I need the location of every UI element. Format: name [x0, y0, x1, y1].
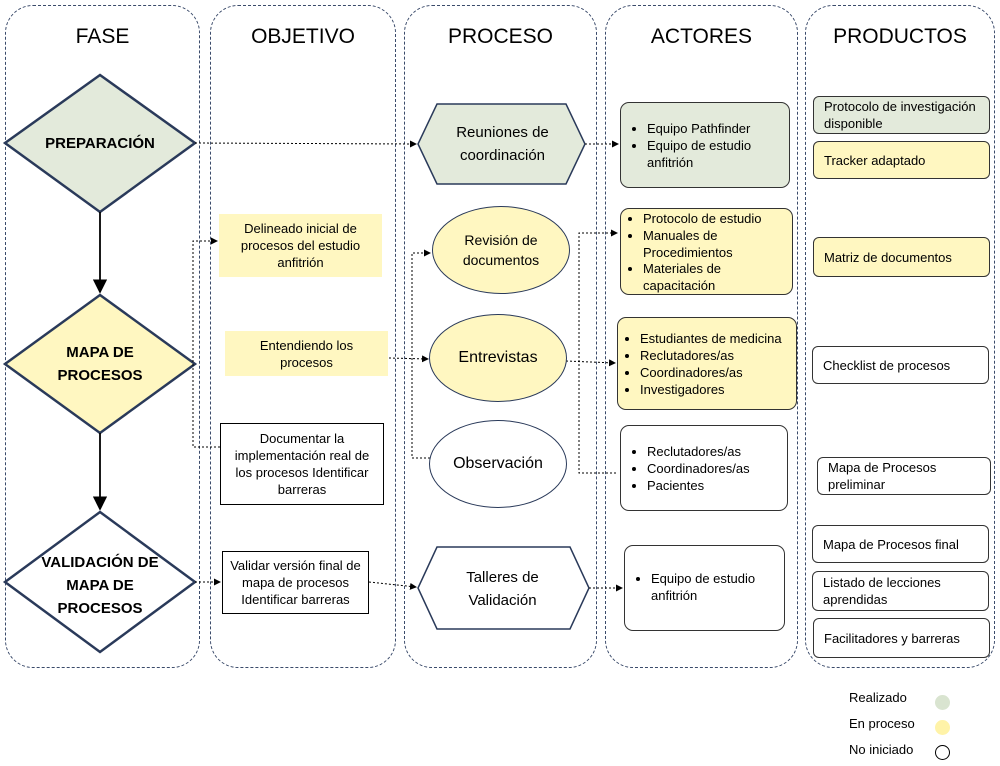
- objetivo-entendiendo: Entendiendo los procesos: [225, 331, 388, 376]
- proceso-revision: Revisión de documentos: [432, 206, 570, 294]
- actores-talleres: Equipo de estudio anfitrión: [624, 545, 785, 631]
- actor-item: Coordinadores/as: [647, 460, 779, 477]
- fase-preparacion: PREPARACIÓN: [45, 134, 155, 152]
- column-fase: [5, 5, 200, 668]
- legend-no-iniciado-dot: [935, 745, 950, 760]
- actor-item: Coordinadores/as: [640, 364, 790, 381]
- column-productos: [805, 5, 995, 668]
- fase-validacion: VALIDACIÓN DE MAPA DE PROCESOS: [41, 553, 159, 617]
- header-proceso: PROCESO: [447, 25, 554, 48]
- diamond-validacion: [2, 510, 198, 654]
- actor-item: Materiales de capacitación: [643, 261, 786, 295]
- actor-item: Pacientes: [647, 477, 779, 494]
- producto-protocolo: Protocolo de investigación disponible: [813, 96, 990, 134]
- producto-checklist: Checklist de procesos: [812, 346, 989, 384]
- column-objetivo: [210, 5, 396, 668]
- actor-item: Equipo Pathfinder: [647, 120, 781, 137]
- actor-item: Equipo de estudio anfitrión: [647, 137, 781, 171]
- actores-revision: Protocolo de estudio Manuales de Procedi…: [620, 208, 793, 295]
- column-proceso: [404, 5, 597, 668]
- actor-item: Investigadores: [640, 381, 790, 398]
- actor-item: Reclutadores/as: [640, 347, 790, 364]
- actores-entrevistas: Estudiantes de medicina Reclutadores/as …: [617, 317, 797, 410]
- producto-lecciones: Listado de lecciones aprendidas: [812, 571, 989, 611]
- actores-preparacion: Equipo Pathfinder Equipo de estudio anfi…: [620, 102, 790, 188]
- fase-mapa-de-procesos: MAPA DE PROCESOS: [57, 344, 143, 384]
- actores-observacion: Reclutadores/as Coordinadores/as Pacient…: [620, 425, 788, 511]
- objetivo-validar: Validar versión final de mapa de proceso…: [222, 551, 369, 614]
- proceso-reuniones: Reuniones de coordinación: [456, 124, 549, 164]
- proceso-talleres: Talleres de Validación: [466, 569, 539, 609]
- legend-no-iniciado-label: No iniciado: [849, 742, 914, 757]
- producto-tracker: Tracker adaptado: [813, 141, 990, 179]
- actor-item: Manuales de Procedimientos: [643, 228, 786, 262]
- actor-item: Equipo de estudio anfitrión: [651, 570, 776, 604]
- hexagon-reuniones: [417, 103, 586, 185]
- legend-en-proceso-label: En proceso: [849, 716, 915, 731]
- legend-en-proceso-dot: [935, 720, 950, 735]
- producto-matriz: Matriz de documentos: [813, 237, 990, 277]
- actor-item: Estudiantes de medicina: [640, 330, 790, 347]
- actor-item: Protocolo de estudio: [643, 211, 786, 228]
- header-objetivo: OBJETIVO: [251, 25, 355, 48]
- producto-facilitadores: Facilitadores y barreras: [813, 618, 990, 658]
- legend-realizado-label: Realizado: [849, 690, 907, 705]
- objetivo-documentar: Documentar la implementación real de los…: [220, 423, 384, 505]
- producto-mapa-final: Mapa de Procesos final: [812, 525, 989, 563]
- header-fase: FASE: [75, 25, 130, 48]
- hexagon-talleres: [417, 546, 590, 630]
- header-productos: PRODUCTOS: [833, 25, 967, 48]
- objetivo-delineado: Delineado inicial de procesos del estudi…: [219, 214, 382, 277]
- proceso-observacion: Observación: [429, 420, 567, 508]
- legend-realizado-dot: [935, 695, 950, 710]
- actor-item: Reclutadores/as: [647, 443, 779, 460]
- header-actores: ACTORES: [650, 25, 753, 48]
- producto-mapa-preliminar: Mapa de Procesos preliminar: [817, 457, 991, 495]
- column-actores: [605, 5, 798, 668]
- proceso-entrevistas: Entrevistas: [429, 314, 567, 402]
